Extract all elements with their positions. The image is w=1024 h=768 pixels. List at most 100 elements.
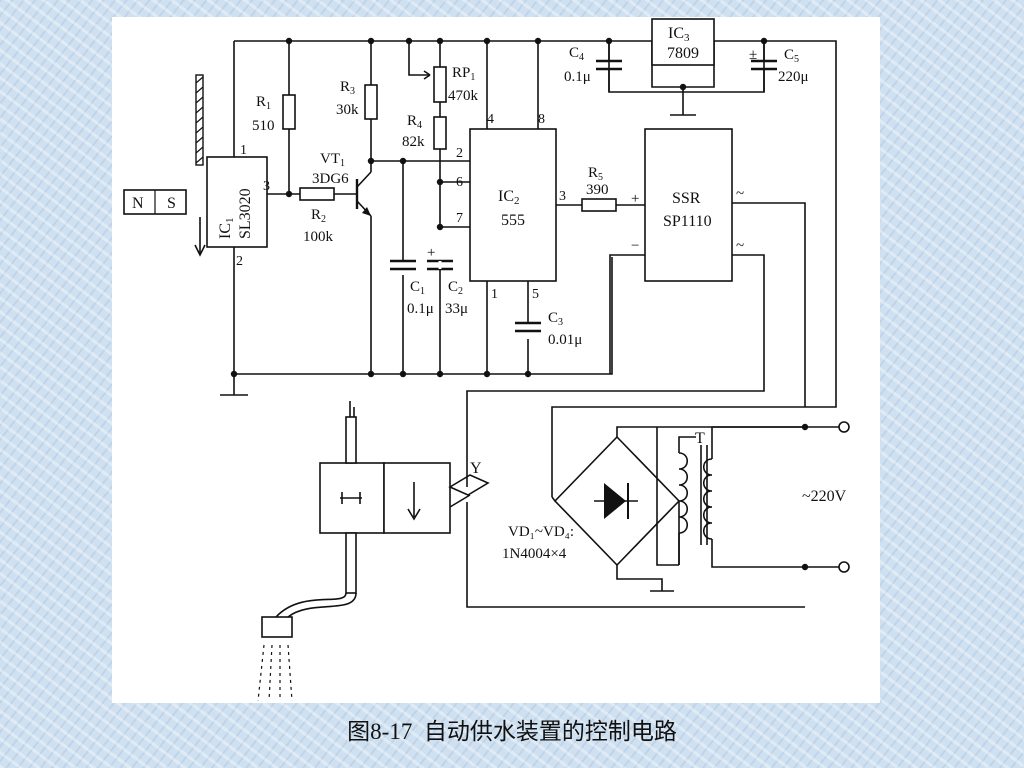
mains-terminals xyxy=(838,421,850,573)
slide-panel: R1 510 R3 30k R4 82k RP1 470k VT1 3DG6 R… xyxy=(112,17,880,703)
circuit-diagram: R1 510 R3 30k R4 82k RP1 470k VT1 3DG6 R… xyxy=(123,18,850,702)
solenoid-valve xyxy=(319,416,490,594)
ic1-pin-2: 2 xyxy=(236,254,243,269)
c4-value: 0.1μ xyxy=(564,69,591,85)
ssr-ac2: ~ xyxy=(736,238,744,254)
r1-name: R1 xyxy=(256,94,271,112)
c5-polarity: ± xyxy=(749,47,757,63)
transformer xyxy=(678,426,805,568)
r4-name: R4 xyxy=(407,113,422,131)
c1-capacitor xyxy=(390,259,416,271)
c5-value: 220μ xyxy=(778,69,809,85)
transformer-name: T xyxy=(695,430,705,447)
c5-name: C5 xyxy=(784,47,799,65)
bridge-part: 1N4004×4 xyxy=(502,546,567,562)
magnet xyxy=(123,189,187,215)
magnet-north: N xyxy=(132,195,144,212)
c4-name: C4 xyxy=(569,45,584,63)
rp1-wiper-arrow xyxy=(423,70,431,80)
r3-name: R3 xyxy=(340,79,355,97)
valve-check-symbol xyxy=(340,492,362,504)
figure-title: 自动供水装置的控制电路 xyxy=(423,719,677,744)
r3-resistor xyxy=(364,84,378,120)
ic1-label-group: IC1 SL3020 xyxy=(217,188,254,239)
ssr-box xyxy=(644,128,733,282)
ic1-supply-wire xyxy=(220,41,248,396)
r4-value: 82k xyxy=(402,134,425,150)
vt1-transistor xyxy=(355,171,372,217)
r4-resistor xyxy=(433,116,447,150)
magnetic-shield-plate xyxy=(195,74,204,166)
mains-terminal-top xyxy=(838,421,850,433)
bridge-diodes: VD₁~VD₄: xyxy=(508,524,574,540)
bridge-output-wire xyxy=(656,427,679,566)
c3-capacitor xyxy=(515,321,541,333)
rp1-potentiometer xyxy=(433,66,447,103)
inlet-pipe xyxy=(345,416,357,464)
junction-dots xyxy=(230,37,809,571)
ic2-555-box xyxy=(469,128,557,282)
ic2-pin-1: 1 xyxy=(491,287,498,302)
ic3-name: IC3 xyxy=(668,25,690,44)
resistors xyxy=(282,66,617,212)
mains-terminal-bottom xyxy=(838,561,850,573)
valve-name: Y xyxy=(470,460,482,477)
ssr-minus: − xyxy=(631,238,639,254)
r5-value: 390 xyxy=(586,182,609,198)
c3-value: 0.01μ xyxy=(548,332,582,348)
figure-number: 图8-17 xyxy=(347,719,413,744)
magnet-movement-arrow xyxy=(194,217,206,257)
bridge-wiring xyxy=(466,406,805,608)
valve-flow-arrow xyxy=(407,482,421,521)
r3-value: 30k xyxy=(336,102,359,118)
ic2-supply-wire xyxy=(486,41,539,129)
ic2-pin-4: 4 xyxy=(487,112,494,127)
vt1-emitter-arrow xyxy=(362,207,371,216)
inlet-pipe-end xyxy=(349,401,355,417)
figure-caption: 图8-17 自动供水装置的控制电路 xyxy=(0,712,1024,746)
ic1-pin-1: 1 xyxy=(240,143,247,158)
c2-value: 33μ xyxy=(445,301,468,317)
c2-name: C2 xyxy=(448,279,463,297)
ic3-part: 7809 xyxy=(667,45,699,62)
rp1-value: 470k xyxy=(448,88,479,104)
r1-resistor xyxy=(282,94,296,130)
ic2-pin-7: 7 xyxy=(456,211,463,226)
ic2-pin-3: 3 xyxy=(559,189,566,204)
c1-name: C1 xyxy=(410,279,425,297)
valve-body-right xyxy=(383,462,451,534)
bridge-diode-symbol xyxy=(594,483,638,519)
c2-polarity: + xyxy=(427,245,435,261)
c1-value: 0.1μ xyxy=(407,301,434,317)
ic2-pin-6: 6 xyxy=(456,175,463,190)
mains-voltage: ~220V xyxy=(802,488,847,505)
ic2-name: IC2 xyxy=(498,188,520,207)
ic2-pin-8: 8 xyxy=(538,112,545,127)
ssr-part: SP1110 xyxy=(663,213,712,230)
c3-name: C3 xyxy=(548,310,563,328)
ssr-ac1-wire xyxy=(732,202,806,407)
ground-rail-wire xyxy=(234,257,613,375)
ic2-part: 555 xyxy=(501,212,525,229)
ic2-pin-5: 5 xyxy=(532,287,539,302)
ic1-hall-sensor-box xyxy=(206,156,268,248)
mains-wiring xyxy=(805,426,840,568)
ssr-ac1: ~ xyxy=(736,186,744,202)
r2-name: R2 xyxy=(311,207,326,225)
ic3-regulator-box xyxy=(651,18,715,66)
r5-name: R5 xyxy=(588,165,603,183)
ic2-pin-2: 2 xyxy=(456,146,463,161)
ssr-minus-wire xyxy=(609,254,645,374)
r5-resistor xyxy=(581,198,617,212)
ic2-bottom-wire xyxy=(486,281,529,374)
ssr-ac2-wire xyxy=(466,254,765,487)
vt1-part: 3DG6 xyxy=(312,171,349,187)
shower-head xyxy=(261,616,293,638)
ssr-name: SSR xyxy=(672,190,701,207)
ic1-part: SL3020 xyxy=(237,188,254,239)
ic1-name: IC1 xyxy=(217,218,236,240)
rp1-name: RP1 xyxy=(452,65,475,83)
magnet-south: S xyxy=(167,195,176,212)
r2-value: 100k xyxy=(303,229,334,245)
ssr-plus: + xyxy=(631,191,639,207)
